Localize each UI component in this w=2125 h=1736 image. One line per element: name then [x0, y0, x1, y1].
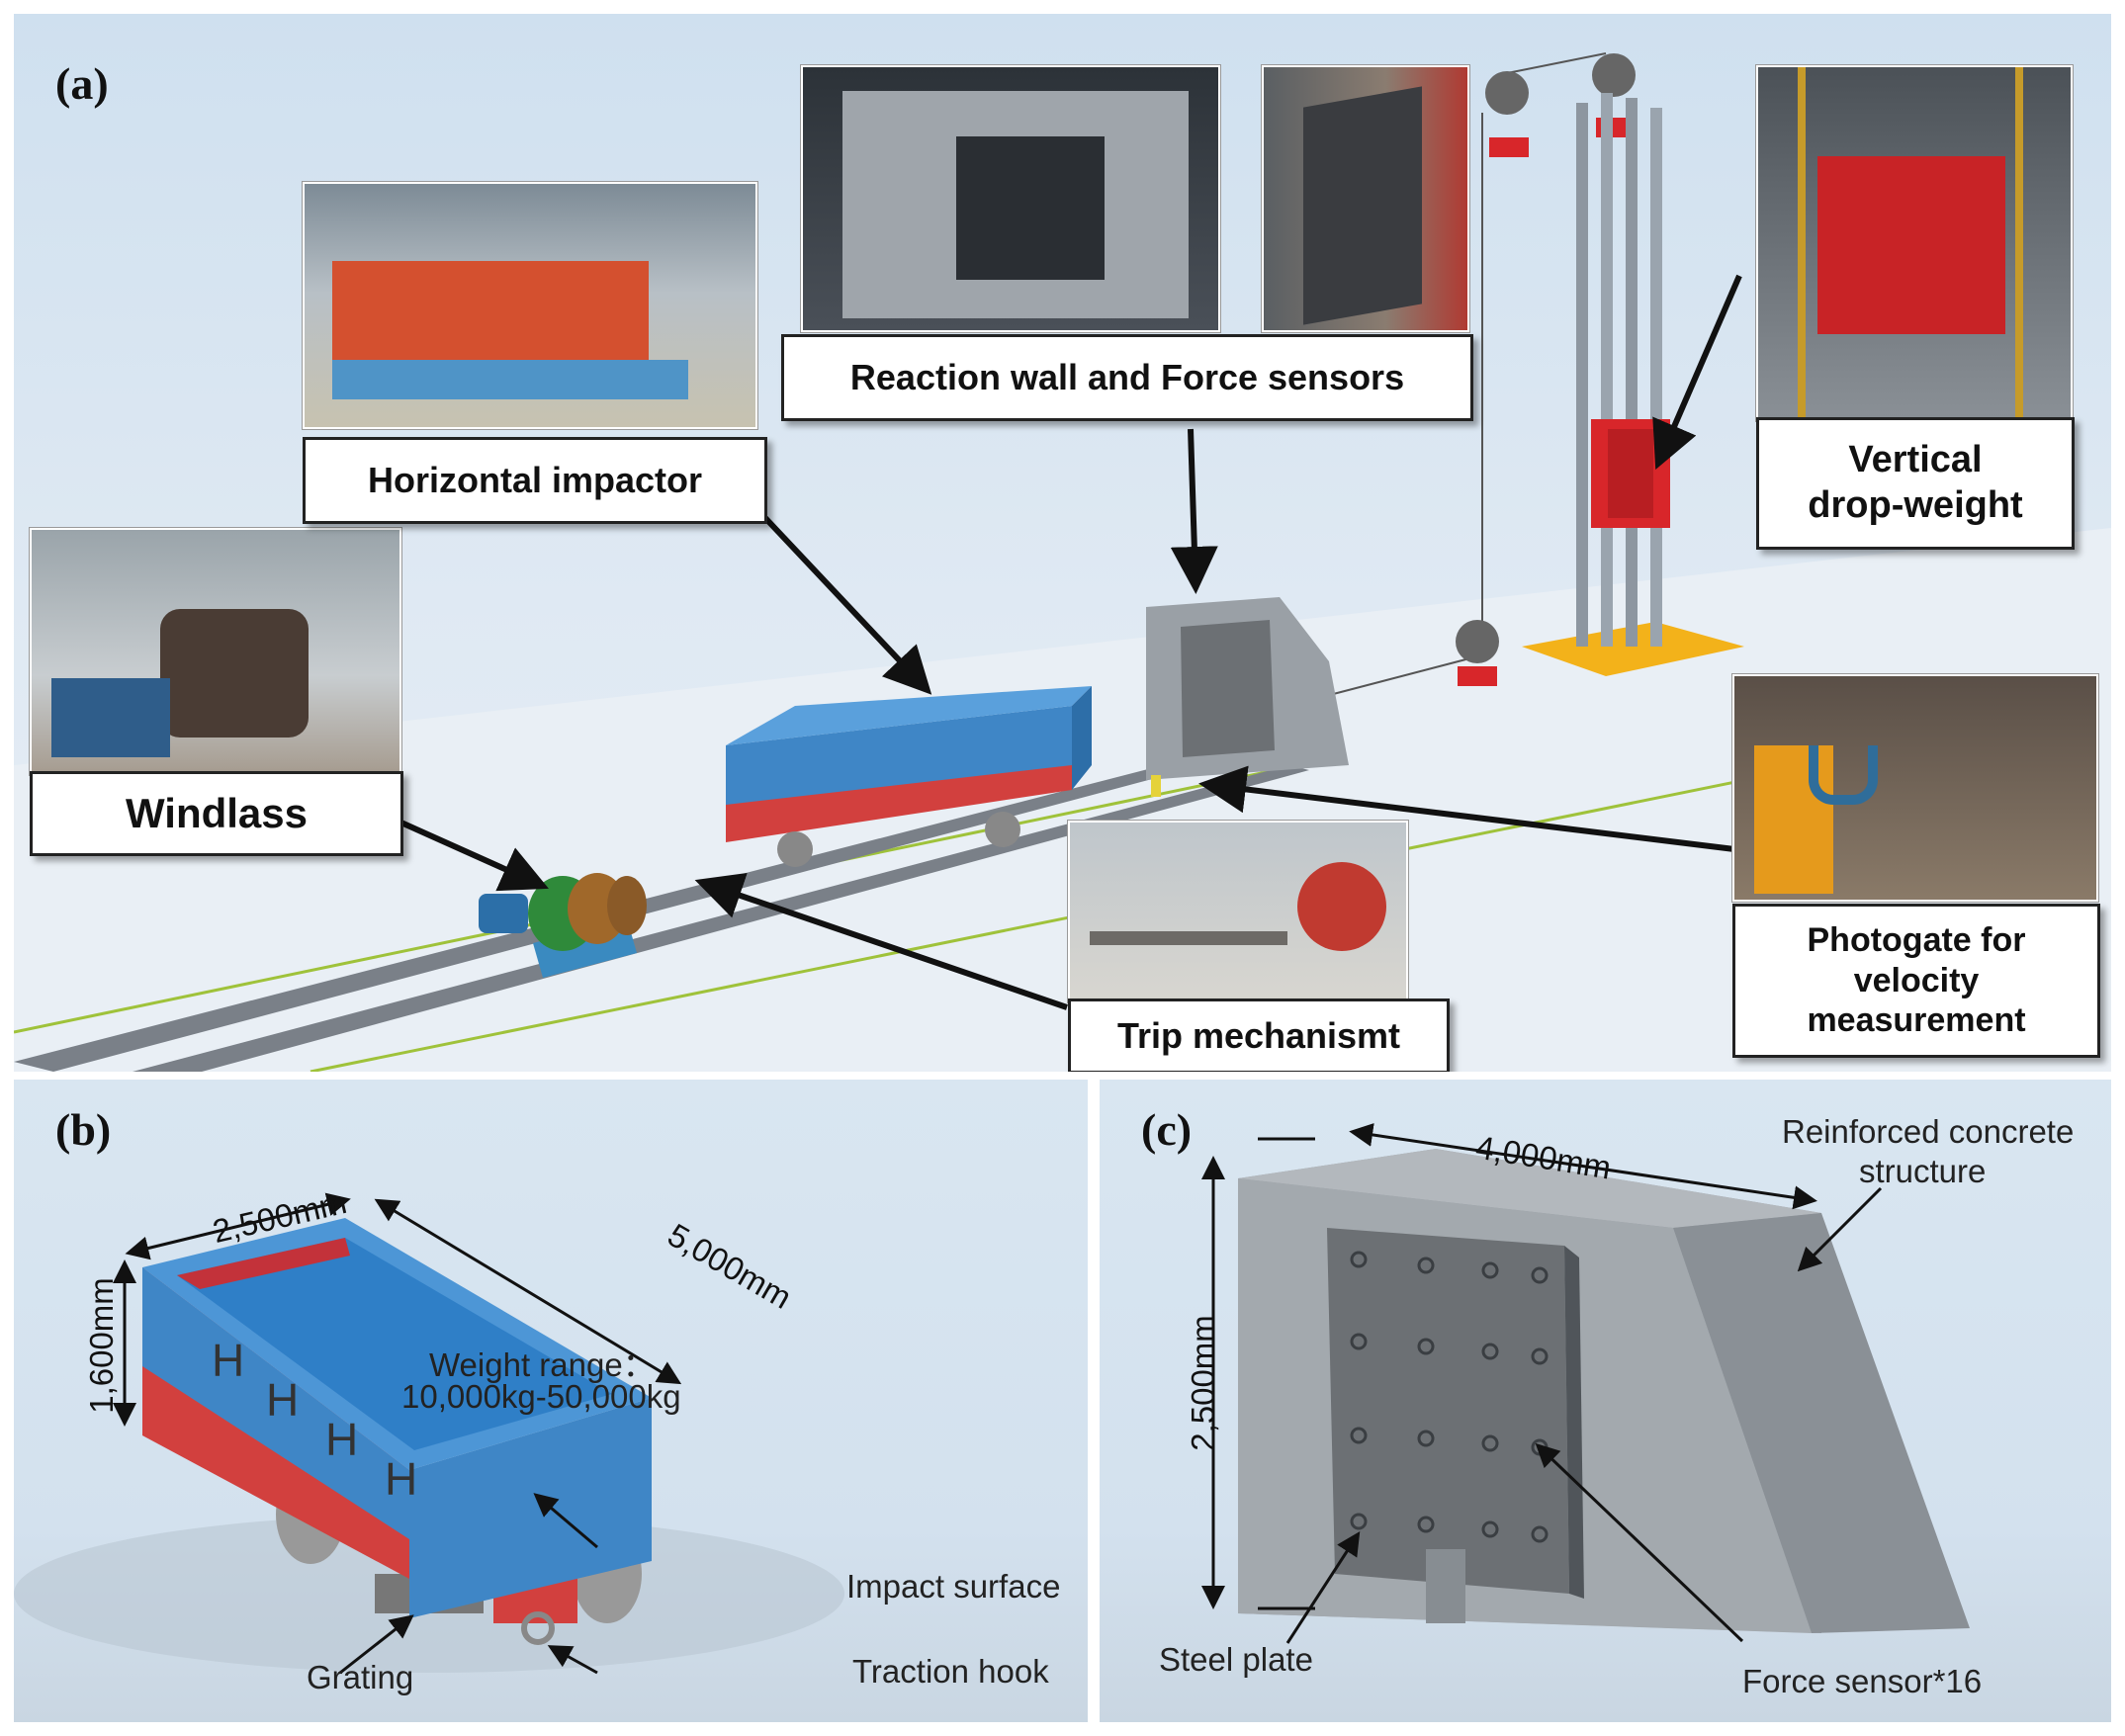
reaction-wall-photo — [801, 65, 1220, 332]
callout-photogate-line3: measurement — [1807, 1001, 2026, 1040]
callout-trip-mechanism-text: Trip mechanismt — [1116, 1015, 1401, 1057]
leader-grating — [339, 1614, 414, 1675]
impact-surface-label: Impact surface — [846, 1568, 1061, 1605]
callout-horizontal-impactor-text: Horizontal impactor — [367, 460, 703, 501]
panel-b-cart-drawing: H H H H — [14, 1192, 844, 1675]
leader-structure — [1797, 1186, 1883, 1272]
force-sensor-label: Force sensor*16 — [1742, 1663, 1983, 1699]
panel-a-scene — [14, 52, 2111, 1072]
traction-hook-label: Traction hook — [852, 1653, 1049, 1690]
dim-height-label: 1,600mm — [82, 1277, 120, 1414]
callout-reaction-wall-text: Reaction wall and Force sensors — [849, 357, 1405, 398]
callout-photogate-line2: velocity — [1853, 961, 1980, 999]
callout-reaction-wall: Reaction wall and Force sensors — [781, 334, 1473, 421]
windlass-model — [479, 873, 647, 978]
structure-label-line1: Reinforced concrete — [1782, 1113, 2075, 1150]
wall-slope-face — [1673, 1213, 1970, 1633]
grating-label: Grating — [307, 1659, 414, 1695]
weight-range-value: 10,000kg-50,000kg — [401, 1378, 681, 1415]
callout-vertical-drop-weight: Vertical drop-weight — [1756, 417, 2075, 550]
svg-text:H: H — [325, 1414, 358, 1465]
callout-photogate-line1: Photogate for — [1807, 920, 2026, 959]
callout-vertical-drop-weight-line1: Vertical — [1848, 439, 1983, 481]
callout-horizontal-impactor: Horizontal impactor — [303, 437, 767, 524]
hook-ring — [521, 1611, 555, 1645]
dim-height-label: 2,500mm — [1184, 1315, 1221, 1451]
panel-c-wall-drawing — [1201, 1123, 1970, 1644]
leader-steel-plate — [1285, 1530, 1361, 1644]
guide-line — [310, 768, 1795, 1072]
leader-force-sensor — [1535, 1442, 1744, 1643]
callout-photogate: Photogate for velocity measurement — [1732, 904, 2100, 1058]
arrow-trip-mechanism — [694, 872, 1068, 1010]
structure-label-line2: structure — [1859, 1153, 1987, 1189]
steel-plate-model — [1327, 1228, 1569, 1594]
impactor-model — [726, 686, 1092, 867]
drop-weight-tower — [1522, 93, 1744, 676]
panel-letter-b: (b) — [55, 1104, 112, 1155]
cart-left-face — [142, 1267, 409, 1539]
svg-text:H: H — [266, 1374, 299, 1426]
weight-range-label: Weight range： — [429, 1346, 656, 1383]
dim-line-width — [125, 1192, 351, 1260]
dim-line-length — [374, 1198, 682, 1385]
photogate-photo — [1732, 674, 2098, 902]
horizontal-impactor-photo — [303, 182, 757, 429]
panel-letter-a: (a) — [55, 58, 109, 109]
callout-windlass-text: Windlass — [126, 789, 308, 836]
callout-vertical-drop-weight-line2: drop-weight — [1808, 484, 2023, 526]
callout-windlass: Windlass — [30, 771, 403, 856]
panel-letter-c: (c) — [1141, 1104, 1193, 1155]
windlass-photo — [30, 528, 401, 775]
cable — [1506, 52, 1607, 74]
svg-text:H: H — [212, 1335, 244, 1386]
leader-traction-hook — [547, 1645, 598, 1675]
arrow-reaction-wall — [1170, 428, 1218, 594]
arrow-windlass — [393, 817, 549, 892]
panel-a: (a) Horizontal impactor Reaction wall an… — [14, 14, 2111, 1072]
arrow-horizontal-impactor — [762, 515, 932, 695]
force-sensor-bolts — [1350, 1251, 1549, 1543]
steel-plate-label: Steel plate — [1159, 1641, 1313, 1678]
force-sensor-photo — [1262, 65, 1469, 332]
arrow-photogate — [1198, 765, 1735, 852]
reaction-wall-model — [1146, 597, 1349, 780]
dim-line-width — [1349, 1123, 1817, 1210]
impact-surface-face — [409, 1398, 652, 1618]
vertical-drop-weight-photo — [1756, 65, 2073, 421]
arrow-drop-weight — [1652, 274, 1742, 471]
panel-b: H H H H (b) 2,500mm 5,000mm 1,600mm Weig… — [14, 1080, 1088, 1722]
leader-impact-surface — [533, 1493, 598, 1549]
trip-mechanism-photo — [1068, 821, 1408, 1002]
callout-trip-mechanism: Trip mechanismt — [1068, 998, 1450, 1072]
photogate-model — [1151, 775, 1161, 797]
svg-text:H: H — [385, 1453, 417, 1505]
panel-c: (c) 4,000mm 2,500mm Reinforced concrete … — [1100, 1080, 2111, 1722]
